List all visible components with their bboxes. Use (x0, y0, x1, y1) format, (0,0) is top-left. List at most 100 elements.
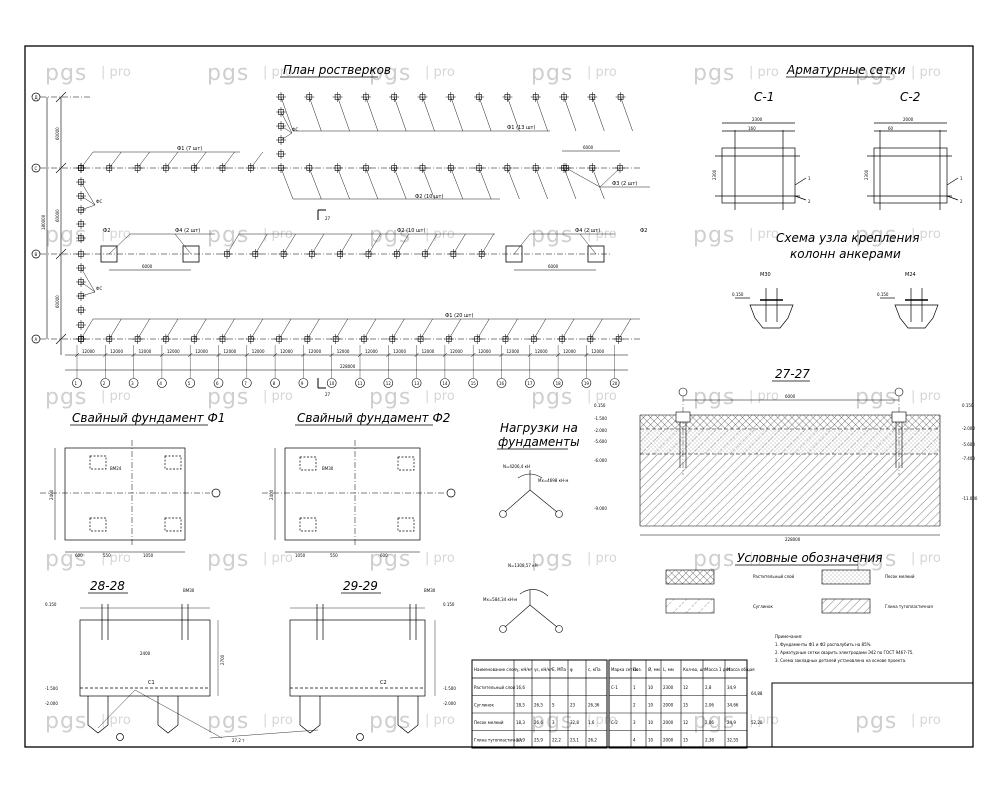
table-cell: 12 (683, 720, 689, 725)
svg-text:550: 550 (103, 553, 111, 558)
column-axis-bubble (553, 378, 563, 388)
pile-mark (76, 320, 86, 330)
watermark-sub: | pro (911, 227, 941, 242)
column-axis-bubble (383, 378, 394, 388)
watermark-brand: pgs (207, 61, 249, 86)
column-axis-label: 10 (329, 381, 335, 386)
svg-text:фундаменты: фундаменты (498, 435, 580, 449)
column-dimension: 12000 (110, 349, 123, 354)
column-dimension: 12000 (422, 349, 435, 354)
table-cell: 15 (683, 737, 689, 742)
svg-text:6000: 6000 (142, 264, 153, 269)
svg-text:Нагрузки на: Нагрузки на (500, 421, 578, 435)
svg-text:-2.000: -2.000 (45, 701, 58, 706)
svg-text:2400: 2400 (49, 489, 54, 500)
column-axis-label: 18 (556, 381, 562, 386)
legend-item-sand: Песок мелкий (885, 574, 915, 579)
svg-text:29-29: 29-29 (343, 579, 378, 593)
table-cell: 26,5 (534, 702, 543, 707)
table-cell: 32,55 (727, 737, 739, 742)
watermark-brand: pgs (531, 385, 573, 410)
column-axis-bubble (355, 378, 365, 388)
svg-text:0.150: 0.150 (443, 602, 455, 607)
watermark-layer: pgs | pro pgs | pro pgs | pro pgs | pro pgs | pro… (45, 61, 941, 734)
table-cell: 10 (648, 685, 654, 690)
watermark-sub: | pro (101, 551, 131, 566)
leader-lines (80, 96, 650, 340)
column-dimension: 12000 (337, 349, 350, 354)
watermark-sub: | pro (263, 65, 293, 80)
table-header-cell: γs, кН/м³ (534, 667, 553, 672)
svg-text:М24: М24 (905, 272, 916, 278)
column-axis-label: 16 (499, 381, 505, 386)
table-cell: 17,9 (516, 737, 525, 742)
column-dimension: 12000 (82, 349, 95, 354)
label-f2-right: Ф2 (640, 228, 648, 234)
label-f3-2: Ф3 (2 шт) (612, 181, 637, 187)
svg-text:N=4206,4 кН: N=4206,4 кН (503, 464, 530, 469)
column-dimension: 12000 (591, 349, 604, 354)
pile-mark (76, 249, 86, 259)
svg-text:-2.000: -2.000 (962, 426, 975, 431)
column-axis-bubble (270, 378, 280, 388)
watermark-sub: | pro (425, 713, 455, 728)
svg-text:550: 550 (330, 553, 338, 558)
svg-text:1050: 1050 (295, 553, 306, 558)
row-axis-B: В (31, 249, 41, 259)
watermark-sub: | pro (911, 551, 941, 566)
label-f2-10-top: Ф2 (10 шт) (415, 194, 443, 200)
label-f1-20: Ф1 (20 шт) (445, 313, 473, 319)
svg-text:С: С (35, 166, 38, 171)
svg-text:0.150: 0.150 (45, 602, 57, 607)
svg-text:Д: Д (35, 95, 38, 100)
watermark-sub: | pro (263, 227, 293, 242)
svg-text:ВМ24: ВМ24 (110, 466, 122, 471)
reinforcement-meshes: Арматурные сетки С-1 С-2 2300 160 1 2 23… (712, 63, 963, 329)
column-dimension: 12000 (224, 349, 237, 354)
svg-text:6000: 6000 (583, 145, 594, 150)
watermark-sub: | pro (749, 227, 779, 242)
table-cell: 18,3 (516, 720, 525, 725)
watermark-brand: pgs (693, 61, 735, 86)
table-cell: 10 (648, 737, 654, 742)
anchor-node-m24 (880, 288, 939, 329)
watermark-brand: pgs (693, 385, 735, 410)
column-axis-bubble (326, 378, 337, 388)
column-axis-label: 5 (188, 381, 191, 386)
table-header-cell: Наименование слоя (474, 667, 517, 672)
table-cell: 15 (683, 702, 689, 707)
column-dimensions: 12000 12000 12000 12000 12000 12000 12000 12000… (74, 349, 605, 358)
svg-text:0.150: 0.150 (594, 403, 606, 408)
table-cell: 2,06 (705, 702, 714, 707)
table-cell: 2000 (663, 720, 674, 725)
column-axis-label: 8 (273, 381, 276, 386)
label-f2-10-mid: Ф2 (10 шт) (397, 228, 425, 234)
watermark-sub: | pro (749, 389, 779, 404)
table-cell: 2000 (663, 702, 674, 707)
table-cell: 16,6 (516, 685, 525, 690)
column-axis-bubble (298, 378, 309, 388)
watermark-sub: | pro (587, 389, 617, 404)
svg-text:-1.500: -1.500 (443, 686, 456, 691)
table-header-cell: Масса 1 дет. (705, 667, 732, 672)
watermark-sub: | pro (587, 227, 617, 242)
column-axis-label: 11 (358, 381, 364, 386)
watermark-brand: pgs (207, 709, 249, 734)
table-header-cell: Поз. (633, 667, 642, 672)
column-dimension: 12000 (478, 349, 491, 354)
table-cell: 26,6 (534, 720, 543, 725)
table-header-cell: Марка сетки (611, 667, 638, 672)
column-dimension: 12000 (252, 349, 265, 354)
table-header-cell: L, мм (663, 667, 674, 672)
table-cell: 24,9 (727, 720, 736, 725)
column-axis-bubble (468, 378, 479, 388)
svg-text:ФС: ФС (96, 286, 102, 291)
svg-text:6000: 6000 (548, 264, 559, 269)
watermark-brand: pgs (45, 385, 87, 410)
plan-title: План ростверков (283, 63, 391, 77)
table-cell: С-2 (611, 720, 618, 725)
sheet-frame (24, 45, 974, 748)
watermark-sub: | pro (101, 389, 131, 404)
pile-mark (76, 305, 86, 315)
